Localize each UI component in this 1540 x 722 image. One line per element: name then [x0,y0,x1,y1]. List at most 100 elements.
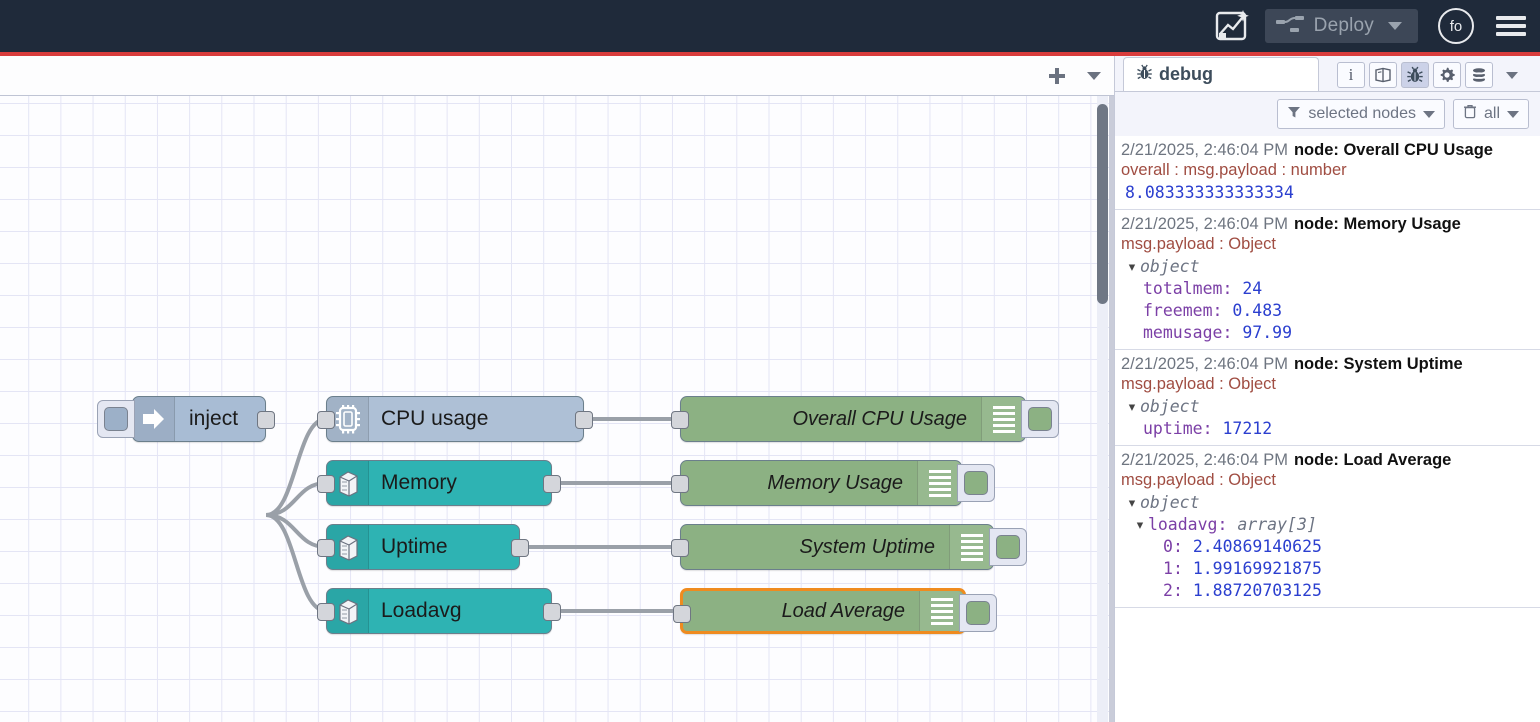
debug-message-list[interactable]: 2/21/2025, 2:46:04 PM node: Overall CPU U… [1115,136,1540,722]
canvas-vertical-scrollbar[interactable] [1097,96,1108,722]
object-property: uptime: 17212 [1143,419,1273,438]
object-property: memusage: 97.99 [1143,323,1293,342]
debug-enable-button[interactable] [957,464,995,502]
node-label: Memory Usage [767,471,903,494]
message-node-name: node: Memory Usage [1293,215,1461,233]
hamburger-menu-icon[interactable] [1496,13,1526,39]
array-item: 0: 2.40869140625 [1163,537,1322,556]
input-port[interactable] [317,539,335,557]
debug-enable-button[interactable] [959,594,997,632]
sidebar-tab-bar: debug i [1115,56,1540,92]
chevron-down-icon[interactable] [1074,57,1114,95]
deploy-nodes-icon [1275,13,1305,40]
debug-toolbar: selected nodes all [1115,92,1540,136]
input-port[interactable] [671,475,689,493]
flow-tab-bar [0,56,1114,96]
message-topic: overall : msg.payload : number [1121,161,1347,179]
info-icon[interactable]: i [1337,62,1365,88]
node-uptime[interactable]: Uptime [317,524,529,570]
node-label: Loadavg [381,599,462,622]
tab-debug-label: debug [1159,64,1213,84]
output-port[interactable] [511,539,529,557]
deploy-dropdown-caret[interactable] [1388,22,1402,30]
node-memory[interactable]: Memory [317,460,561,506]
debug-lines-icon [949,525,993,569]
debug-lines-icon [919,591,963,631]
array-item: 1: 1.99169921875 [1163,559,1322,578]
object-root-toggle[interactable]: ▾object [1127,397,1200,416]
filter-funnel-icon [1287,105,1301,124]
node-label: Uptime [381,535,448,558]
input-port[interactable] [671,539,689,557]
message-topic: msg.payload : Object [1121,471,1276,489]
debug-enable-button[interactable] [1021,400,1059,438]
message-node-name: node: Load Average [1293,451,1452,469]
node-inject[interactable]: inject [97,396,275,442]
trash-icon [1463,104,1477,124]
message-timestamp: 2/21/2025, 2:46:04 PM [1121,355,1288,373]
node-label: Memory [381,471,457,494]
deploy-button[interactable]: Deploy [1264,9,1418,43]
sidebar: debug i [1114,56,1540,722]
node-debug-memory-usage[interactable]: Memory Usage [671,460,995,506]
node-label: CPU usage [381,407,489,430]
book-icon[interactable] [1369,62,1397,88]
debug-lines-icon [917,461,961,505]
node-debug-system-uptime[interactable]: System Uptime [671,524,1027,570]
ai-flow-sparkle-icon[interactable] [1211,6,1255,46]
plus-icon[interactable] [1040,57,1074,95]
chevron-down-icon[interactable] [1507,110,1519,118]
chevron-down-icon[interactable] [1422,110,1435,118]
object-root-toggle[interactable]: ▾object [1127,493,1200,512]
node-label: System Uptime [799,535,935,558]
header-accent-line [0,52,1540,56]
scrollbar-thumb[interactable] [1097,104,1108,304]
filter-label: selected nodes [1308,105,1416,122]
node-label: Overall CPU Usage [792,407,967,430]
clear-label: all [1483,105,1500,122]
canvas-edge [1109,96,1114,722]
gear-icon[interactable] [1433,62,1461,88]
node-debug-load-average[interactable]: Load Average [673,588,997,634]
object-root-toggle[interactable]: ▾object [1127,257,1200,276]
output-port[interactable] [257,411,275,429]
input-port[interactable] [673,605,691,623]
debug-enable-button[interactable] [989,528,1027,566]
debug-lines-icon [981,397,1025,441]
input-port[interactable] [317,475,335,493]
user-avatar[interactable]: fo [1438,8,1474,44]
object-property: freemem: 0.483 [1143,301,1283,320]
sidebar-tool-buttons: i [1337,62,1525,91]
output-port[interactable] [575,411,593,429]
chevron-down-icon[interactable] [1499,62,1525,88]
arrow-right-icon [133,397,175,441]
node-label: Load Average [781,599,905,622]
filter-selected-nodes-button[interactable]: selected nodes [1277,99,1445,129]
flow-canvas[interactable]: inject CPU usage [0,96,1114,722]
object-property: totalmem: 24 [1143,279,1263,298]
tab-debug[interactable]: debug [1123,57,1319,91]
node-debug-overall-cpu-usage[interactable]: Overall CPU Usage [671,396,1059,442]
node-cpu-usage[interactable]: CPU usage [317,396,593,442]
message-topic: msg.payload : Object [1121,375,1276,393]
inject-trigger-button[interactable] [97,400,135,438]
message-node-name: node: Overall CPU Usage [1293,141,1493,159]
clear-messages-button[interactable]: all [1452,99,1529,129]
output-port[interactable] [543,603,561,621]
input-port[interactable] [317,411,335,429]
node-loadavg[interactable]: Loadavg [317,588,561,634]
input-port[interactable] [317,603,335,621]
input-port[interactable] [671,411,689,429]
array-item: 2: 1.88720703125 [1163,581,1322,600]
bug-icon[interactable] [1401,62,1429,88]
array-root-toggle[interactable]: ▾loadavg: array[3] [1135,515,1317,534]
output-port[interactable] [543,475,561,493]
stack-icon[interactable] [1465,62,1493,88]
